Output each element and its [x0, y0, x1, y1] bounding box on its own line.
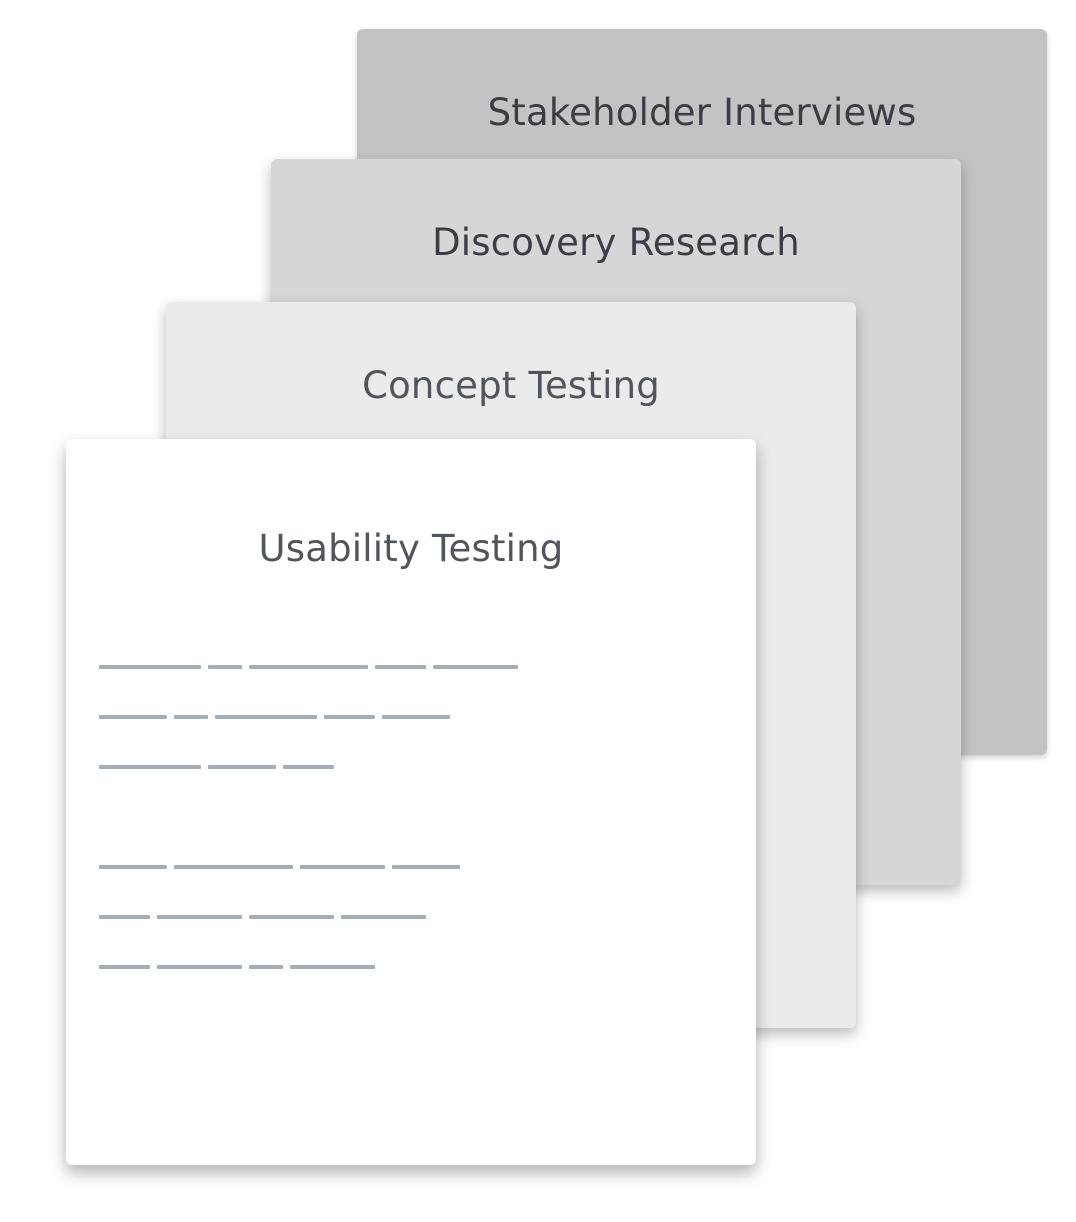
placeholder-line-dash	[300, 865, 385, 869]
placeholder-line-dash	[99, 665, 201, 669]
card-title: Usability Testing	[258, 527, 564, 570]
placeholder-line-dash	[99, 715, 167, 719]
placeholder-line-dash	[99, 965, 150, 969]
placeholder-line-dash	[324, 715, 375, 719]
placeholder-line-dash	[283, 765, 334, 769]
card-title: Stakeholder Interviews	[487, 91, 917, 134]
placeholder-line-dash	[99, 865, 167, 869]
placeholder-line-dash	[249, 965, 283, 969]
card-title: Discovery Research	[432, 221, 800, 264]
placeholder-line-dash	[99, 915, 150, 919]
stacked-card-usability-testing[interactable]: Usability Testing	[66, 439, 756, 1165]
placeholder-line-dash	[157, 915, 242, 919]
card-title: Concept Testing	[362, 364, 660, 407]
placeholder-line-dash	[99, 765, 201, 769]
placeholder-line-dash	[215, 715, 317, 719]
placeholder-line-dash	[392, 865, 460, 869]
placeholder-line-dash	[157, 965, 242, 969]
placeholder-line-dash	[208, 765, 276, 769]
placeholder-line-dash	[174, 715, 208, 719]
placeholder-line-dash	[290, 965, 375, 969]
placeholder-line-dash	[433, 665, 518, 669]
placeholder-line-dash	[208, 665, 242, 669]
placeholder-line-dash	[174, 865, 293, 869]
placeholder-line-dash	[249, 665, 368, 669]
placeholder-line-dash	[375, 665, 426, 669]
placeholder-line-dash	[382, 715, 450, 719]
placeholder-line-dash	[249, 915, 334, 919]
placeholder-line-dash	[341, 915, 426, 919]
